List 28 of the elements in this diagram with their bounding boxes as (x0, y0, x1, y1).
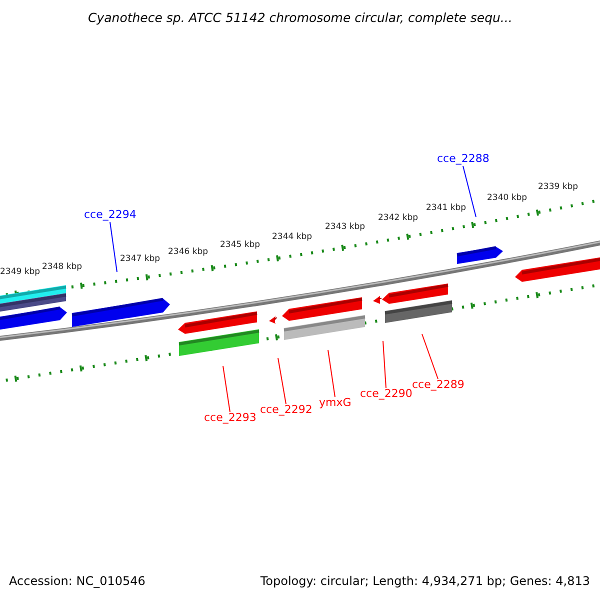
leader-line (328, 350, 336, 398)
scale-label: 2348 kbp (42, 261, 82, 274)
gene-label: cce_2292 (260, 403, 312, 417)
scale-label: 2342 kbp (378, 212, 418, 225)
scale-label: 2349 kbp (0, 266, 40, 279)
accession-text: Accession: NC_010546 (9, 574, 146, 588)
scale-label: 2346 kbp (168, 246, 208, 259)
leader-line (462, 166, 476, 218)
gene-label: ymxG (319, 396, 352, 410)
leader-line (110, 222, 118, 272)
scale-label: 2345 kbp (220, 239, 260, 252)
summary-text: Topology: circular; Length: 4,934,271 bp; Genes: 4,813 (260, 574, 590, 588)
title: Cyanothece sp. ATCC 51142 chromosome circular, complete sequ... (88, 11, 512, 25)
scale-label: 2347 kbp (120, 253, 160, 266)
gene-label: cce_2293 (204, 411, 256, 425)
gene-label: cce_2288 (437, 152, 490, 166)
leader-line (278, 358, 286, 404)
leader-line (222, 366, 230, 412)
leader-line (382, 340, 386, 388)
gene-label: cce_2294 (84, 208, 136, 222)
scale-label: 2343 kbp (325, 221, 366, 234)
gene-label: cce_2290 (360, 387, 412, 401)
scale-label: 2344 kbp (272, 231, 312, 244)
gene-label: cce_2289 (412, 378, 464, 392)
scale-label: 2340 kbp (487, 192, 528, 205)
scale-label: 2339 kbp (538, 181, 578, 194)
leader-line (422, 334, 438, 380)
scale-label: 2341 kbp (426, 202, 466, 215)
